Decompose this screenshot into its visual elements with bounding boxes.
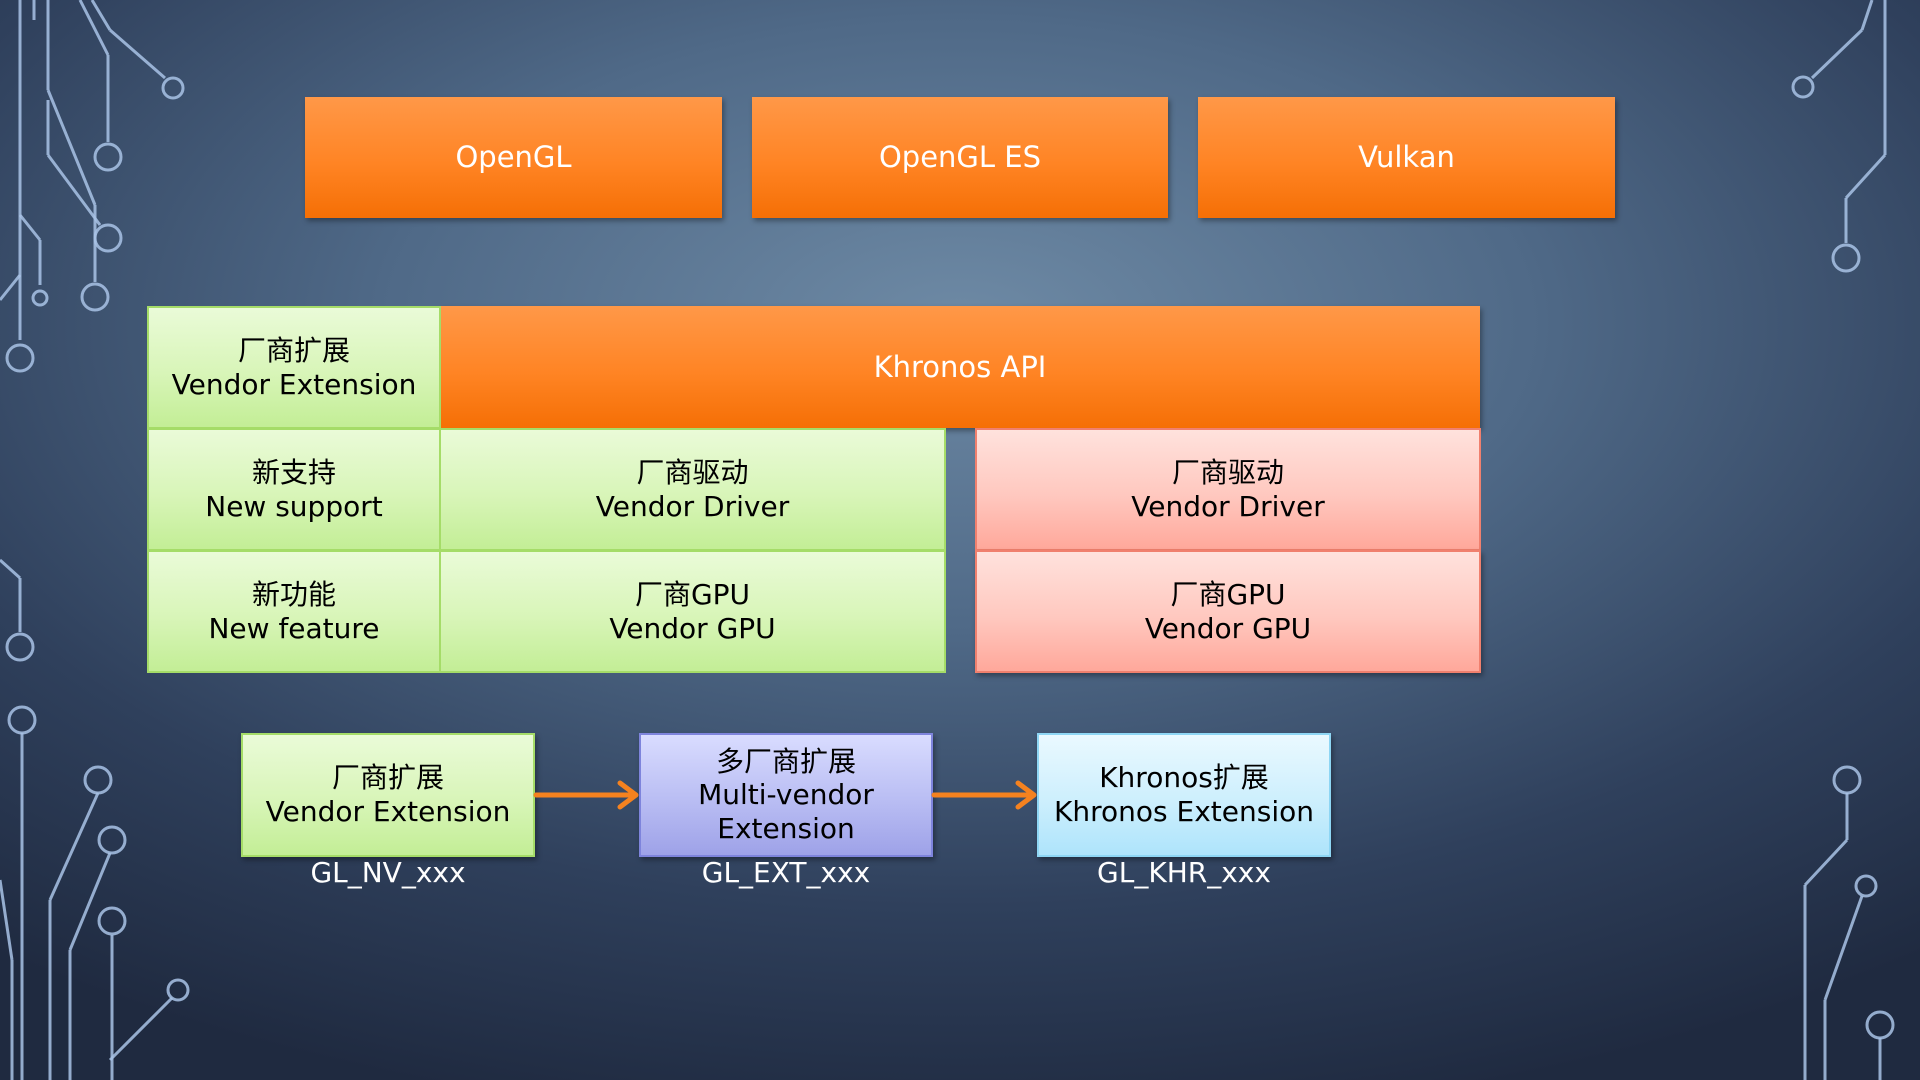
code-nv: GL_NV_xxx [310,856,466,889]
code-khr: GL_KHR_xxx [1097,856,1271,889]
opengl-es-label: OpenGL ES [878,140,1042,175]
red-vendor-driver-en: Vendor Driver [1131,489,1325,523]
vendor-extension-cell: 厂商扩展 Vendor Extension [147,306,441,429]
new-support-en: New support [205,489,383,523]
green-vendor-gpu-zh: 厂商GPU [634,577,751,611]
red-vendor-gpu-en: Vendor GPU [1144,611,1312,645]
red-vendor-gpu-cell: 厂商GPU Vendor GPU [975,550,1481,673]
flow-multi-vendor-en-line2: Extension [717,811,855,845]
flow-vendor-extension-zh: 厂商扩展 [331,761,444,795]
flow-multi-vendor-zh: 多厂商扩展 [715,744,856,778]
green-vendor-driver-cell: 厂商驱动 Vendor Driver [439,428,946,551]
khronos-api-label: Khronos API [873,349,1047,384]
khronos-api-box: Khronos API [440,306,1480,428]
green-vendor-gpu-en: Vendor GPU [609,611,776,645]
flow-multi-vendor-box: 多厂商扩展 Multi-vendor Extension [639,733,933,857]
circuit-top-right [1791,0,1887,273]
green-vendor-driver-zh: 厂商驱动 [636,455,749,489]
new-feature-en: New feature [208,611,380,645]
flow-multi-vendor-en-line1: Multi-vendor [698,778,874,812]
red-vendor-gpu-zh: 厂商GPU [1170,577,1286,611]
arrow-right-icon [533,780,639,810]
circuit-top-left [0,0,185,373]
vendor-extension-en: Vendor Extension [171,367,417,401]
opengl-box: OpenGL [305,97,722,218]
vulkan-label: Vulkan [1358,140,1455,175]
flow-khronos-extension-box: Khronos扩展 Khronos Extension [1037,733,1331,857]
red-vendor-driver-zh: 厂商驱动 [1171,455,1284,489]
circuit-bottom-right [1803,765,1895,1080]
new-feature-zh: 新功能 [251,577,336,611]
flow-vendor-extension-box: 厂商扩展 Vendor Extension [241,733,535,857]
green-vendor-gpu-cell: 厂商GPU Vendor GPU [439,550,946,673]
flow-vendor-extension-en: Vendor Extension [265,795,511,828]
flow-khronos-extension-en: Khronos Extension [1054,795,1314,828]
vulkan-box: Vulkan [1198,97,1615,218]
opengl-es-box: OpenGL ES [752,97,1168,218]
circuit-bottom-left [0,558,190,1080]
arrow-right-icon [931,780,1037,810]
red-vendor-driver-cell: 厂商驱动 Vendor Driver [975,428,1481,551]
green-vendor-driver-en: Vendor Driver [595,489,790,523]
vendor-extension-zh: 厂商扩展 [237,333,350,367]
opengl-label: OpenGL [455,140,572,175]
new-feature-cell: 新功能 New feature [147,550,441,673]
code-ext: GL_EXT_xxx [701,856,871,889]
new-support-zh: 新支持 [251,455,336,489]
flow-khronos-extension-zh: Khronos扩展 [1099,761,1269,795]
new-support-cell: 新支持 New support [147,428,441,551]
